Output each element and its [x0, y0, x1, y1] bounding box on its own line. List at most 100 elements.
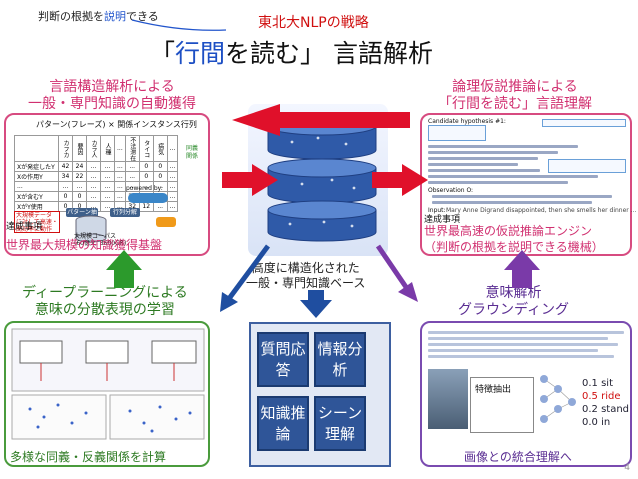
knowledge-panel: パターン(フレーズ) × 関係インスタンス行列 カフカ 要因 カラ人 人種 ..…: [4, 113, 210, 256]
kb-caption-line1: 高度に構造化された: [251, 261, 360, 275]
feature-label: 特徴抽出: [475, 385, 512, 395]
col-header: 要因: [72, 135, 87, 162]
deep-panel-title: ディープラーニングによる 意味の分散表現の学習: [22, 285, 188, 319]
col-header: 人種: [100, 135, 115, 162]
matrix-cell: ...: [166, 181, 179, 192]
knowledge-db-icon: [267, 116, 377, 242]
matrix-cell: ...: [100, 161, 115, 172]
grounding-panel-title: 意味解析 グラウンディング: [458, 285, 569, 319]
task-scene-understanding: シーン理解: [314, 396, 366, 451]
explain-note: 判断の根拠を説明できる: [38, 8, 159, 24]
knowledge-base-caption: 高度に構造化された 一般・専門知識ベース: [246, 261, 365, 291]
matrix-cell: 34: [58, 171, 73, 182]
neural-net-icon: [540, 375, 576, 423]
powered-by-label: powered by:: [126, 185, 163, 192]
hypothesis-box: [548, 159, 626, 173]
matrix-decomp-label: 行列分解: [110, 208, 140, 217]
title-open: 「: [150, 39, 176, 68]
matrix-cell: ...: [100, 171, 115, 182]
matrix-cell: 0: [152, 171, 168, 182]
input-header: Input:: [428, 207, 446, 214]
matrix-cell: 12: [138, 201, 154, 212]
callout-line1: 大規模データ: [16, 212, 53, 219]
reasoning-achievement-line1: 世界最高速の仮説推論エンジン: [424, 224, 593, 238]
matrix-cell: ...: [114, 181, 126, 192]
reasoning-achievement-line2: （判断の根拠を説明できる機械）: [424, 240, 604, 254]
task-knowledge-reasoning: 知識推論: [257, 396, 309, 451]
note-pointer-line: [131, 19, 227, 31]
knowledge-title-line1: 言語構造解析による: [49, 79, 175, 95]
matrix-cell: ...: [166, 161, 179, 172]
score-item: 0.0 in: [582, 417, 611, 428]
text-line: [428, 145, 578, 148]
score-list: 0.1 sit 0.5 ride 0.2 stand 0.0 in: [582, 377, 629, 429]
row-label: Xが発症したY: [14, 161, 59, 172]
matrix-cell: ...: [114, 191, 126, 202]
matrix-caption: パターン(フレーズ) × 関係インスタンス行列: [36, 120, 197, 129]
pattern-matrix: カフカ 要因 カラ人 人種 ... 不法滞在 タイコ 病気 ... Xが発症した…: [14, 135, 179, 212]
matrix-cell: ...: [100, 201, 115, 212]
col-header: ...: [166, 135, 179, 162]
side-label: 同義: [186, 145, 199, 152]
page-number: 4: [624, 463, 630, 473]
row-label: Xが含むY: [14, 191, 59, 202]
matrix-cell: ...: [86, 191, 101, 202]
matrix-cell: ...: [86, 171, 101, 182]
library-logo-1: [128, 193, 168, 203]
knowledge-title-line2: 一般・専門知識の自動獲得: [28, 96, 196, 112]
kb-caption-line2: 一般・専門知識ベース: [246, 276, 366, 290]
col-header: タイコ: [138, 135, 154, 162]
text-line: [428, 355, 614, 358]
text-line: [428, 337, 608, 340]
score-item: 0.5 ride: [582, 391, 621, 402]
corpus-line2: (60億文, 3600GB): [74, 240, 127, 247]
matrix-cell: 0: [138, 171, 154, 182]
matrix-cell: ...: [100, 181, 115, 192]
explain-note-suffix: できる: [126, 10, 159, 23]
reasoning-achievement: 世界最高速の仮説推論エンジン （判断の根拠を説明できる機械）: [424, 223, 604, 255]
matrix-cell: 0: [72, 191, 87, 202]
hypothesis-box: [428, 125, 486, 141]
reasoning-panel: Candidate hypothesis #1: Observation O: …: [420, 113, 636, 256]
reasoning-title-line2: 「行間を読む」言語理解: [438, 96, 592, 112]
matrix-cell: ...: [58, 181, 73, 192]
matrix-cell: ...: [72, 181, 87, 192]
text-line: [428, 175, 598, 178]
page-title: 「行間を読む」 言語解析: [150, 34, 433, 70]
speed-callout: 大規模データ に対して高速・ 高効率に動作: [14, 211, 60, 233]
reasoning-title-line1: 論理仮説推論による: [452, 79, 578, 95]
matrix-cell: ...: [166, 191, 179, 202]
matrix-row: Xが発症したY 42 24 ... ... ... ... 0 0 ...: [14, 161, 179, 172]
matrix-cell: ...: [166, 171, 179, 182]
matrix-cell: ...: [114, 171, 126, 182]
matrix-header-row: カフカ 要因 カラ人 人種 ... 不法滞在 タイコ 病気 ...: [14, 135, 179, 162]
row-label: XがY使用: [14, 201, 59, 212]
matrix-cell: ...: [152, 201, 168, 212]
matrix-cell: 0: [152, 161, 168, 172]
score-item: 0.2 stand: [582, 404, 630, 415]
task-info-analysis: 情報分析: [314, 332, 366, 387]
library-logo-2: [156, 217, 176, 227]
deep-caption: 多様な同義・反義関係を計算: [10, 450, 167, 464]
input-text: Mary Anne Digrand disappointed, then she…: [446, 207, 637, 214]
matrix-cell: ...: [124, 171, 140, 182]
corpus-line1: 大規模コーパス: [74, 233, 116, 240]
reasoning-achievement-label: 達成事項: [424, 215, 461, 225]
deep-panel: [4, 321, 210, 467]
observation-header: Observation O:: [428, 187, 474, 194]
col-header: 病気: [152, 135, 168, 162]
grounding-panel: 特徴抽出 0.1 sit 0.5 ride 0.2 stand 0.0 in: [420, 321, 632, 467]
title-highlight: 行間: [175, 39, 226, 68]
strategy-subtitle: 東北大NLPの戦略: [258, 15, 369, 31]
side-label: 関係: [186, 153, 199, 160]
deep-title-line2: 意味の分散表現の学習: [34, 302, 175, 318]
row-label: Xの作用Y: [14, 171, 59, 182]
matrix-cell: 0: [138, 161, 154, 172]
explain-note-prefix: 判断の根拠を: [38, 10, 104, 23]
embedding-diagram: [11, 328, 205, 440]
text-line: [432, 195, 612, 198]
feature-extract-card: 特徴抽出: [470, 377, 534, 433]
text-line: [428, 331, 624, 334]
matrix-cell: ...: [86, 181, 101, 192]
corpus-cylinder-icon: [75, 215, 107, 243]
